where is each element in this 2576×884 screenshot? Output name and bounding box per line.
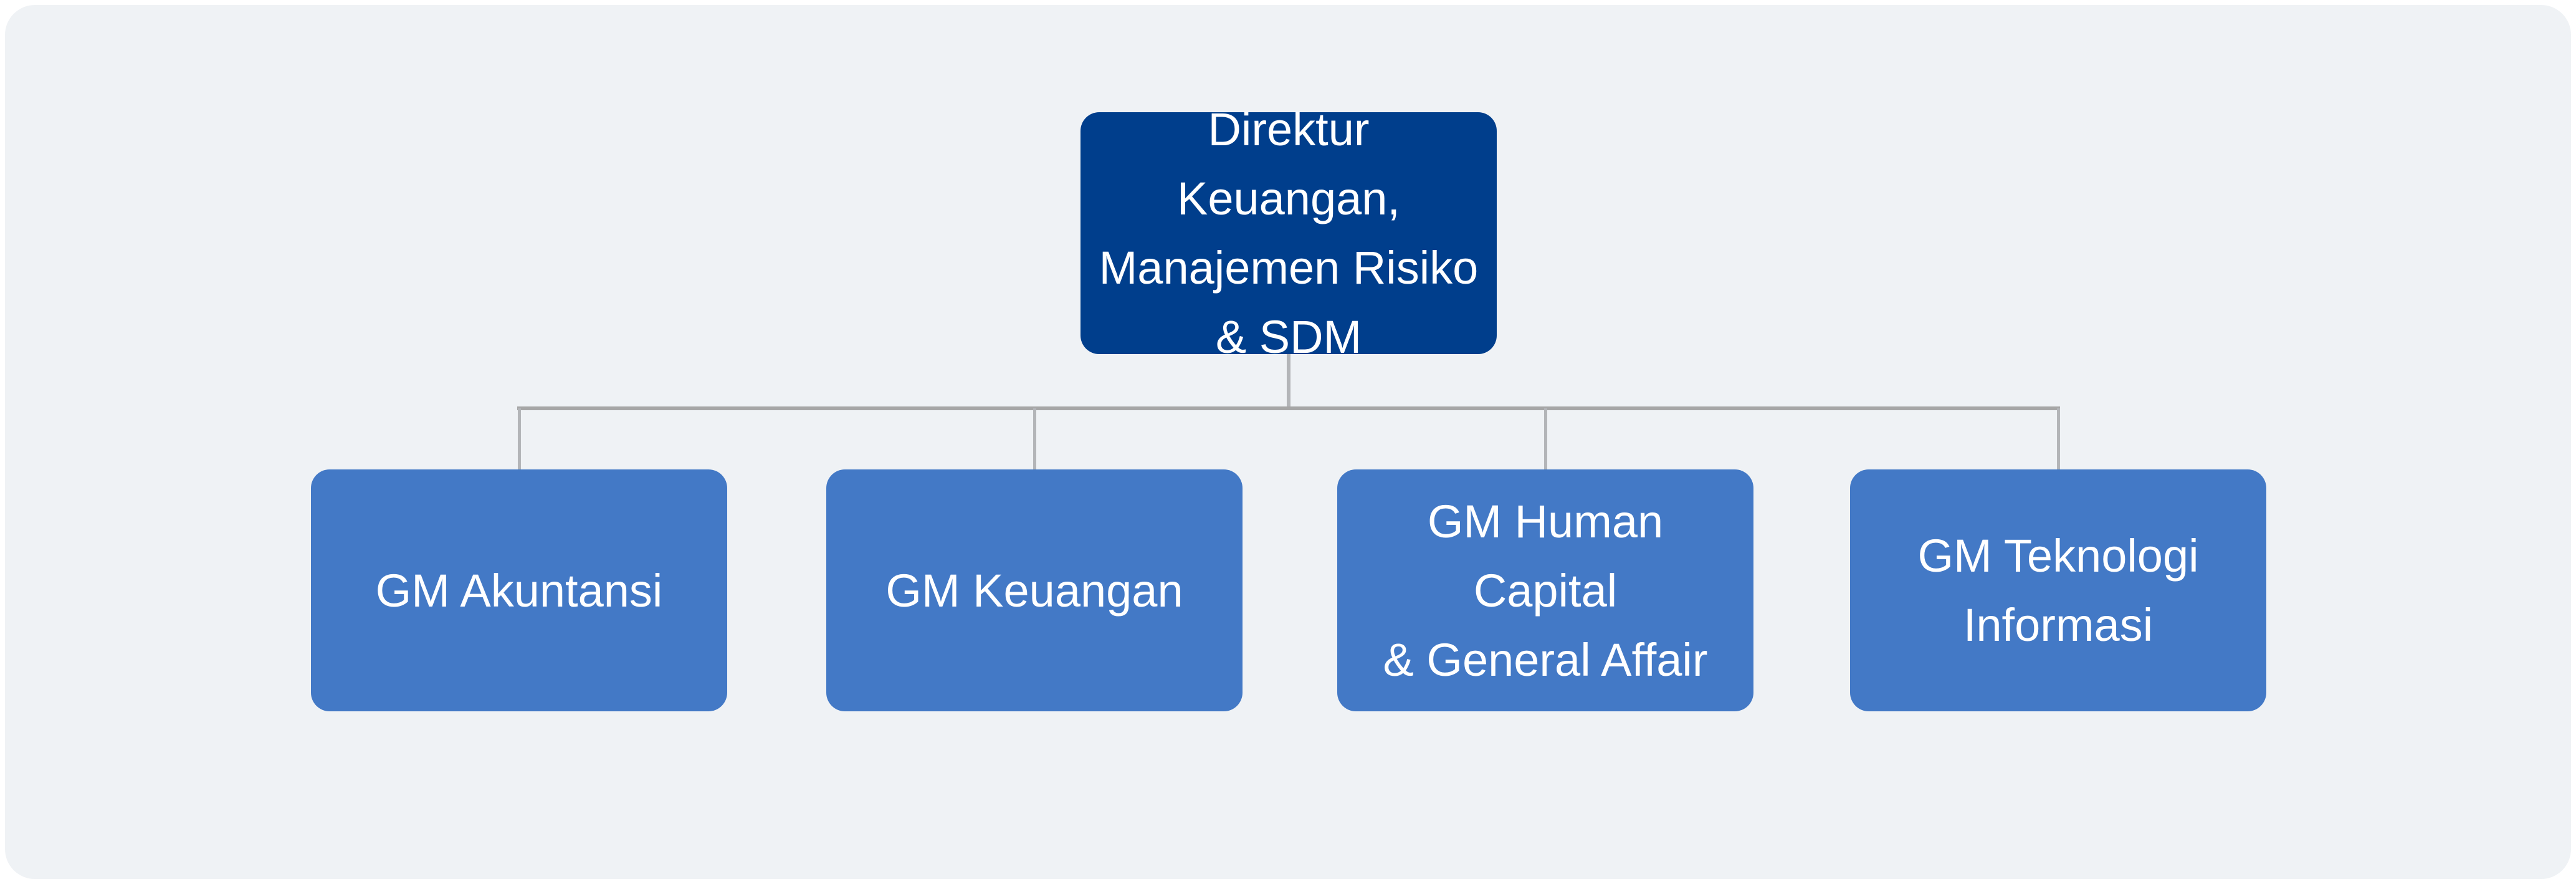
org-node-gm-keuangan: GM Keuangan (826, 469, 1243, 711)
org-node-label: Direktur Keuangan, Manajemen Risiko & SD… (1099, 103, 1479, 363)
connector-drop-gm-human-capital (1544, 408, 1547, 469)
org-node-label: GM Keuangan (885, 564, 1183, 617)
org-node-label: GM Akuntansi (375, 564, 663, 617)
connector-drop-gm-akuntansi (518, 408, 521, 469)
connector-root-stub (1287, 353, 1290, 410)
org-node-label: GM Human Capital & General Affair (1383, 495, 1708, 686)
connector-horizontal-bar (517, 406, 2060, 410)
org-node-direktur-keuangan: Direktur Keuangan, Manajemen Risiko & SD… (1080, 103, 1497, 363)
org-node-gm-akuntansi: GM Akuntansi (311, 469, 727, 711)
connector-drop-gm-teknologi-informasi (2057, 408, 2060, 469)
org-node-gm-human-capital: GM Human Capital & General Affair (1337, 469, 1753, 711)
connector-drop-gm-keuangan (1033, 408, 1036, 469)
org-node-gm-teknologi-informasi: GM Teknologi Informasi (1850, 469, 2266, 711)
org-node-label: GM Teknologi Informasi (1917, 530, 2199, 651)
